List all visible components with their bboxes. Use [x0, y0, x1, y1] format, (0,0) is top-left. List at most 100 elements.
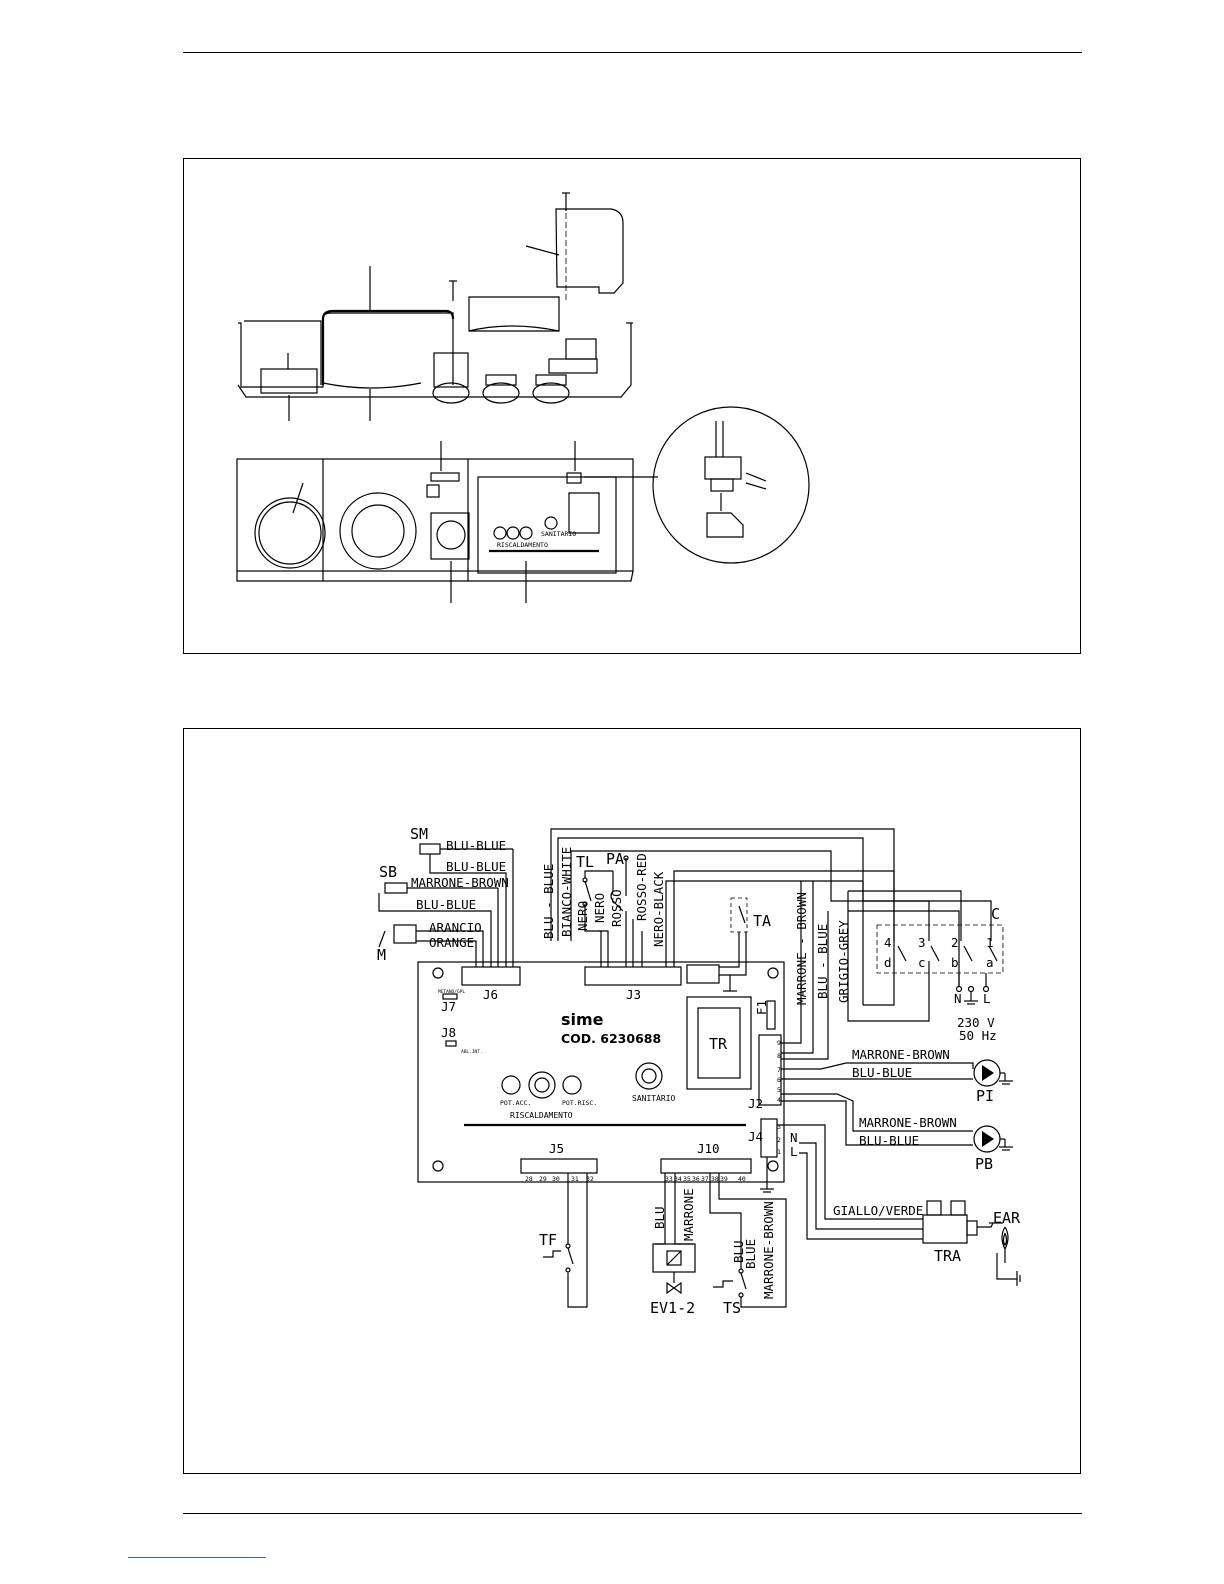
exploded-label-riscaldamento: RISCALDAMENTO	[497, 541, 548, 549]
pb-label: PB	[975, 1155, 993, 1173]
pi-label: PI	[976, 1087, 994, 1105]
j7-label: J7	[441, 999, 456, 1014]
switch-num-3: 3	[918, 935, 926, 950]
j10-label: J10	[697, 1141, 720, 1156]
switch-l: L	[983, 991, 991, 1006]
j10-pin-34: 34	[674, 1175, 682, 1183]
wire-nero-black: NERO-BLACK	[651, 871, 666, 947]
top-rule	[183, 52, 1082, 53]
panel-side-view	[237, 266, 633, 421]
tf-label: TF	[539, 1231, 557, 1249]
pot-acc-label: POT.ACC.	[500, 1099, 531, 1107]
j2-pin-4: 4	[777, 1096, 781, 1104]
wire-marrone-brown-ts: MARRONE-BROWN	[761, 1201, 776, 1299]
j5-pin-31: 31	[571, 1175, 579, 1183]
switch-num-1: 1	[986, 935, 994, 950]
switch-let-c: c	[918, 955, 926, 970]
j5-pin-29: 29	[539, 1175, 547, 1183]
switch-voltage: 230 V	[957, 1015, 995, 1030]
riscaldamento-label: RISCALDAMENTO	[510, 1111, 573, 1120]
j2-pin-9: 9	[777, 1039, 781, 1047]
j2-label: J2	[748, 1096, 763, 1111]
j10-pin-37: 37	[701, 1175, 709, 1183]
wire-marrone-brown-1: MARRONE-BROWN	[411, 875, 509, 890]
wire-nero-1: NERO	[575, 901, 590, 931]
ts-label: TS	[723, 1299, 741, 1317]
j2-pin-5: 5	[777, 1086, 781, 1094]
wiring-diagram: TR F1 sime COD. 6230688 POT.ACC. POT.RIS…	[377, 825, 1021, 1317]
wire-blu-blue-2: BLU-BLUE	[446, 859, 506, 874]
exploded-view-drawing: RISCALDAMENTO SANITARIO	[236, 192, 810, 603]
j4-pin-1: 1	[777, 1148, 781, 1156]
j6-label: J6	[483, 987, 498, 1002]
j5-pin-30: 30	[552, 1175, 560, 1183]
ear-label: EAR	[993, 1209, 1021, 1227]
wire-grigio-grey: GRIGIO-GREY	[836, 920, 851, 1003]
wire-blu-ev: BLU	[652, 1206, 667, 1229]
j4-wiring: N L GIALLO/VERDE TRA EAR	[760, 1124, 1021, 1286]
exploded-label-sanitario: SANITARIO	[541, 530, 576, 538]
wire-rosso-red: ROSSO-RED	[634, 853, 649, 921]
j8-sublabel: ABL.INT.	[461, 1049, 483, 1055]
switch-num-2: 2	[951, 935, 959, 950]
j2-pin-7: 7	[777, 1066, 781, 1074]
switch-let-a: a	[986, 955, 994, 970]
wire-giallo-verde: GIALLO/VERDE	[833, 1203, 923, 1218]
ta-label: TA	[753, 912, 771, 930]
left-wiring: SM BLU-BLUE BLU-BLUE SB MARRONE-BROWN BL…	[377, 825, 514, 967]
j4-pin-3: 3	[777, 1123, 781, 1131]
wire-orange: ORANGE	[429, 935, 474, 950]
sb-label: SB	[379, 863, 397, 881]
wire-blue-ts: BLUE	[743, 1239, 758, 1269]
j4-side-l: L	[790, 1144, 798, 1159]
j10-pin-38: 38	[711, 1175, 719, 1183]
pa-label: PA	[606, 850, 624, 868]
wire-blu-blue-1: BLU-BLUE	[446, 838, 506, 853]
j10-pin-35: 35	[683, 1175, 691, 1183]
wire-rosso: ROSSO	[609, 889, 624, 927]
bottom-wiring: TF BLU MARRONE EV1-2 BLU BLUE MARRONE-BR…	[539, 1173, 787, 1317]
wire-nero-2: NERO	[592, 893, 607, 923]
sanitario-label: SANITARIO	[632, 1094, 676, 1103]
j2-wiring: MARRONE - BROWN BLU - BLUE GRIGIO-GREY M…	[781, 881, 1013, 1173]
switch-let-d: d	[884, 955, 892, 970]
j3-wiring: BLU - BLUE BIANCO-WHITE TL NERO NERO PA …	[541, 828, 895, 1005]
j2-pin-8: 8	[777, 1052, 781, 1060]
j4-label: J4	[748, 1129, 763, 1144]
j10-pin-39: 39	[720, 1175, 728, 1183]
wire-blu-blue-vertical-2: BLU - BLUE	[815, 924, 830, 999]
j10-pin-33: 33	[665, 1175, 673, 1183]
switch-n: N	[954, 991, 962, 1006]
wire-marrone-brown-vertical: MARRONE - BROWN	[794, 892, 809, 1005]
wire-blu-blue-vertical: BLU - BLUE	[541, 864, 556, 939]
bottom-rule	[183, 1513, 1082, 1514]
wire-arancio: ARANCIO	[429, 920, 482, 935]
m-label: M	[377, 946, 386, 964]
j2-pin-6: 6	[777, 1076, 781, 1084]
wire-bianco-white: BIANCO-WHITE	[559, 847, 574, 937]
footer-link-underline	[128, 1557, 266, 1558]
j4-side-n: N	[790, 1130, 798, 1145]
transformer-label: TR	[709, 1035, 728, 1053]
fuse-label: F1	[754, 1000, 769, 1015]
sm-label: SM	[410, 825, 428, 843]
j8-label: J8	[441, 1025, 456, 1040]
exploded-view-frame: RISCALDAMENTO SANITARIO	[183, 158, 1081, 654]
cover-cap	[525, 192, 624, 301]
board-code: COD. 6230688	[561, 1031, 661, 1046]
wire-marrone-ev: MARRONE	[681, 1188, 696, 1241]
detail-circle	[652, 406, 810, 564]
j5-label: J5	[549, 1141, 564, 1156]
c-label: C	[991, 905, 1000, 923]
tl-label: TL	[576, 853, 594, 871]
j10-pin-40: 40	[738, 1175, 746, 1183]
j5-pin-32: 32	[586, 1175, 594, 1183]
ev-label: EV1-2	[650, 1299, 695, 1317]
board-brand: sime	[561, 1010, 604, 1029]
tra-label: TRA	[934, 1247, 961, 1265]
j3-label: J3	[626, 987, 641, 1002]
wire-marrone-brown-pi: MARRONE-BROWN	[852, 1047, 950, 1062]
wire-marrone-brown-pb: MARRONE-BROWN	[859, 1115, 957, 1130]
main-switch-c: C 4 3 2 1 d c b a N L 230 V 50 Hz	[830, 871, 1004, 1043]
j7-sublabel: METANO/GPL	[438, 989, 465, 995]
